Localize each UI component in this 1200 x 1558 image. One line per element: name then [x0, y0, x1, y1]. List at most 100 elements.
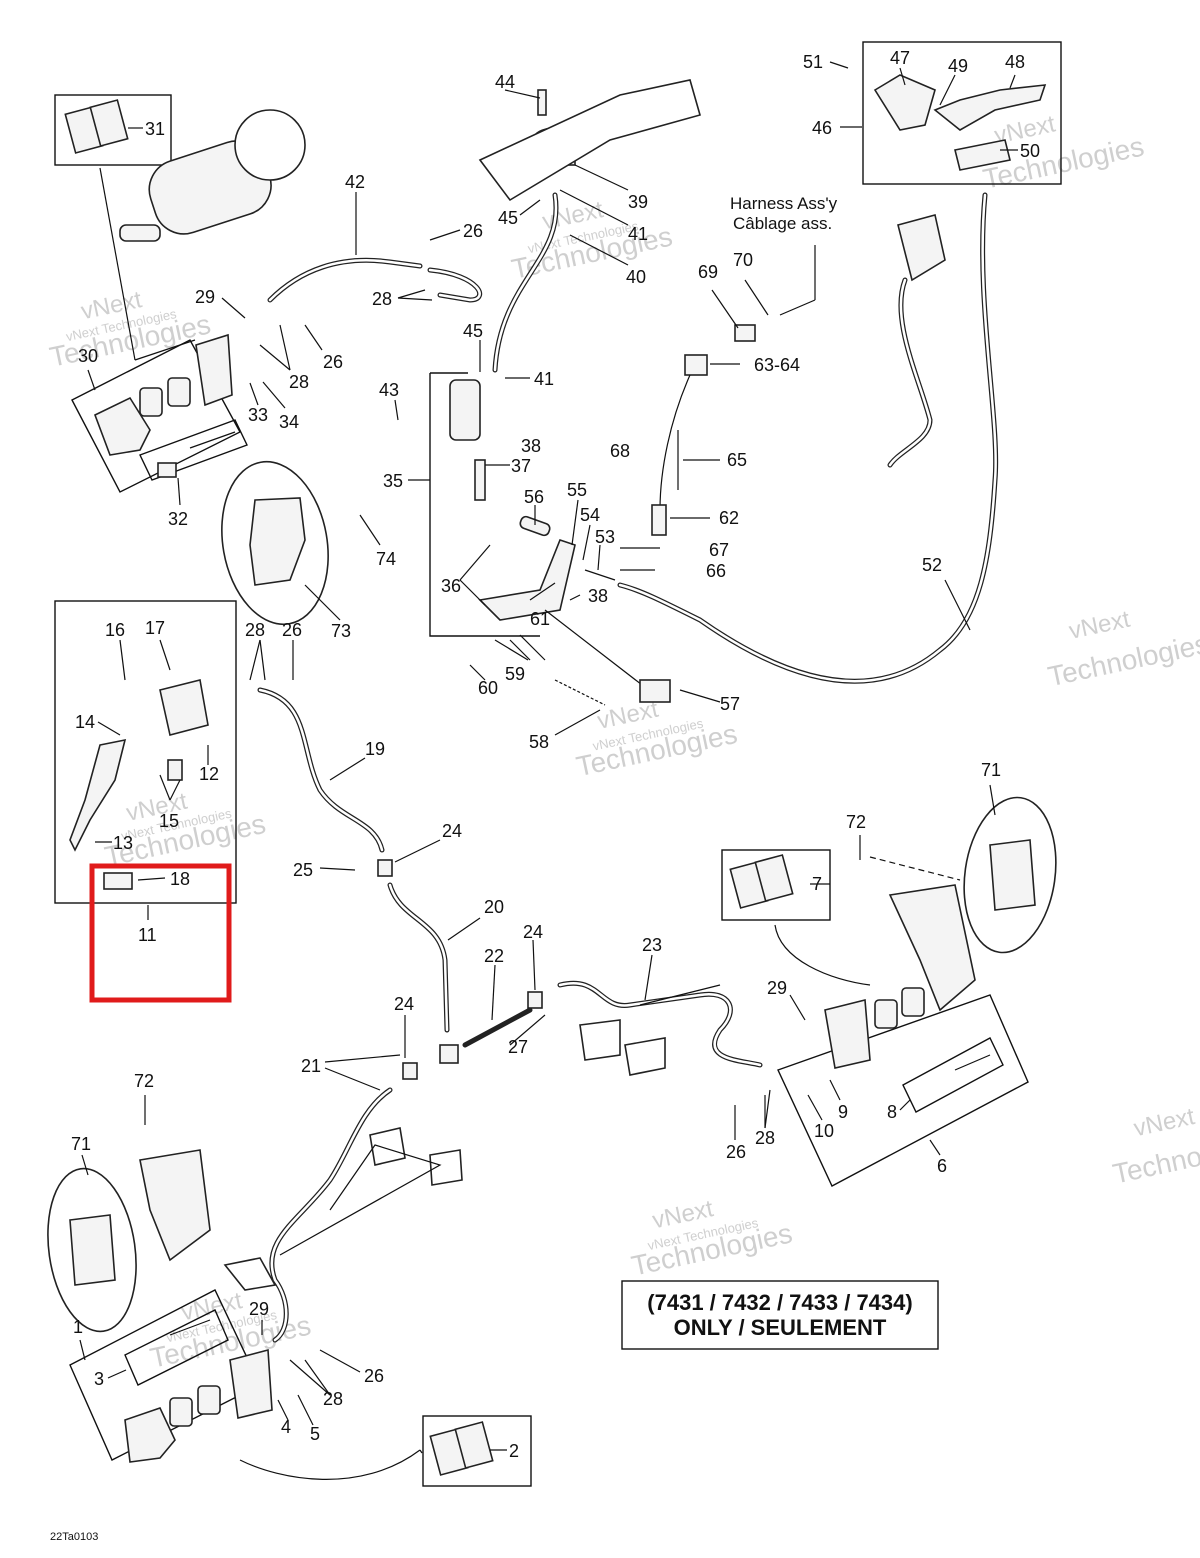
- label-28b: 28: [289, 372, 309, 392]
- label-13: 13: [113, 833, 133, 853]
- watermark: vNext Technologies: [1110, 1103, 1200, 1190]
- label-26e: 26: [364, 1366, 384, 1386]
- label-51: 51: [803, 52, 823, 72]
- label-74: 74: [376, 549, 396, 569]
- master-cylinder-35: [449, 379, 481, 441]
- frame-bracket: [478, 79, 701, 202]
- label-20: 20: [484, 897, 504, 917]
- label-22: 22: [484, 946, 504, 966]
- model-note: (7431 / 7432 / 7433 / 7434) ONLY / SEULE…: [647, 1290, 912, 1340]
- brake-lines: [257, 192, 999, 1343]
- label-71a: 71: [981, 760, 1001, 780]
- label-58: 58: [529, 732, 549, 752]
- label-72a: 72: [846, 812, 866, 832]
- label-28e: 28: [323, 1389, 343, 1409]
- label-8: 8: [887, 1102, 897, 1122]
- label-26c: 26: [282, 620, 302, 640]
- watermark: vNext Technologies vNext Technologies: [629, 1195, 795, 1282]
- svg-text:Câblage ass.: Câblage ass.: [733, 214, 832, 233]
- label-54: 54: [580, 505, 600, 525]
- connector-69: [734, 324, 756, 342]
- label-24a: 24: [442, 821, 462, 841]
- label-57: 57: [720, 694, 740, 714]
- label-28a: 28: [372, 289, 392, 309]
- watermark: vNext Technologies: [1045, 606, 1200, 693]
- caliper-30: [93, 396, 151, 456]
- brake-switch-62: [651, 504, 667, 536]
- hand-lever-48: [933, 84, 1047, 131]
- throttle-housing: [897, 214, 946, 282]
- label-35: 35: [383, 471, 403, 491]
- label-71b: 71: [71, 1134, 91, 1154]
- label-29c: 29: [249, 1299, 269, 1319]
- lever-housing-46: [873, 74, 936, 131]
- label-27: 27: [508, 1037, 528, 1057]
- pin-kit-box-32: [139, 419, 248, 481]
- label-37: 37: [511, 456, 531, 476]
- label-70: 70: [733, 250, 753, 270]
- label-26d: 26: [726, 1142, 746, 1162]
- label-41b: 41: [534, 369, 554, 389]
- label-28d: 28: [755, 1128, 775, 1148]
- label-25: 25: [293, 860, 313, 880]
- label-14: 14: [75, 712, 95, 732]
- label-40: 40: [626, 267, 646, 287]
- label-15: 15: [159, 811, 179, 831]
- label-36: 36: [441, 576, 461, 596]
- label-16: 16: [105, 620, 125, 640]
- label-46: 46: [812, 118, 832, 138]
- pad-kit-box-31: [54, 94, 172, 166]
- knuckle-right: [888, 884, 976, 1012]
- label-48: 48: [1005, 52, 1025, 72]
- leader-lines: [79, 61, 1018, 1480]
- svg-text:Harness Ass'y: Harness Ass'y: [730, 194, 838, 213]
- label-72b: 72: [134, 1071, 154, 1091]
- label-42: 42: [345, 172, 365, 192]
- label-10: 10: [814, 1121, 834, 1141]
- label-60: 60: [478, 678, 498, 698]
- label-24c: 24: [394, 994, 414, 1014]
- label-67: 67: [709, 540, 729, 560]
- rear-hub: [234, 109, 306, 181]
- label-43: 43: [379, 380, 399, 400]
- pedal-bracket-35: [429, 373, 540, 637]
- label-39: 39: [628, 192, 648, 212]
- label-31: 31: [145, 119, 165, 139]
- note-only: ONLY / SEULEMENT: [674, 1315, 887, 1340]
- diagram-code: 22Ta0103: [50, 1531, 98, 1543]
- label-69: 69: [698, 262, 718, 282]
- watermark: vNext Technologies vNext Technologies: [47, 286, 213, 373]
- label-29a: 29: [195, 287, 215, 307]
- pin-kit-box-8: [902, 1037, 1004, 1113]
- label-63-64: 63-64: [754, 355, 800, 375]
- label-18: 18: [170, 869, 190, 889]
- label-12: 12: [199, 764, 219, 784]
- label-73: 73: [331, 621, 351, 641]
- label-26b: 26: [323, 352, 343, 372]
- label-19: 19: [365, 739, 385, 759]
- caliper-kit-box-6: [777, 994, 1029, 1187]
- label-66: 66: [706, 561, 726, 581]
- label-41a: 41: [628, 224, 648, 244]
- cap-18: [103, 872, 133, 890]
- label-45a: 45: [498, 208, 518, 228]
- parts: [47, 74, 1057, 1476]
- master-cylinder-11: [159, 679, 209, 736]
- brake-pad: [89, 99, 129, 147]
- watermark: vNext Technologies vNext Technologies: [509, 196, 675, 285]
- label-3: 3: [94, 1369, 104, 1389]
- brake-pad: [454, 1421, 494, 1469]
- label-49: 49: [948, 56, 968, 76]
- label-4: 4: [281, 1417, 291, 1437]
- label-6: 6: [937, 1156, 947, 1176]
- harness-label: Harness Ass'y Câblage ass.: [730, 194, 838, 233]
- model-note-box: [621, 1280, 939, 1350]
- label-50: 50: [1020, 141, 1040, 161]
- label-11: 11: [138, 925, 157, 945]
- hand-lever-box: [862, 41, 1062, 185]
- park-lock-50: [954, 139, 1011, 171]
- label-45b: 45: [463, 321, 483, 341]
- caliper-left: [229, 1348, 273, 1419]
